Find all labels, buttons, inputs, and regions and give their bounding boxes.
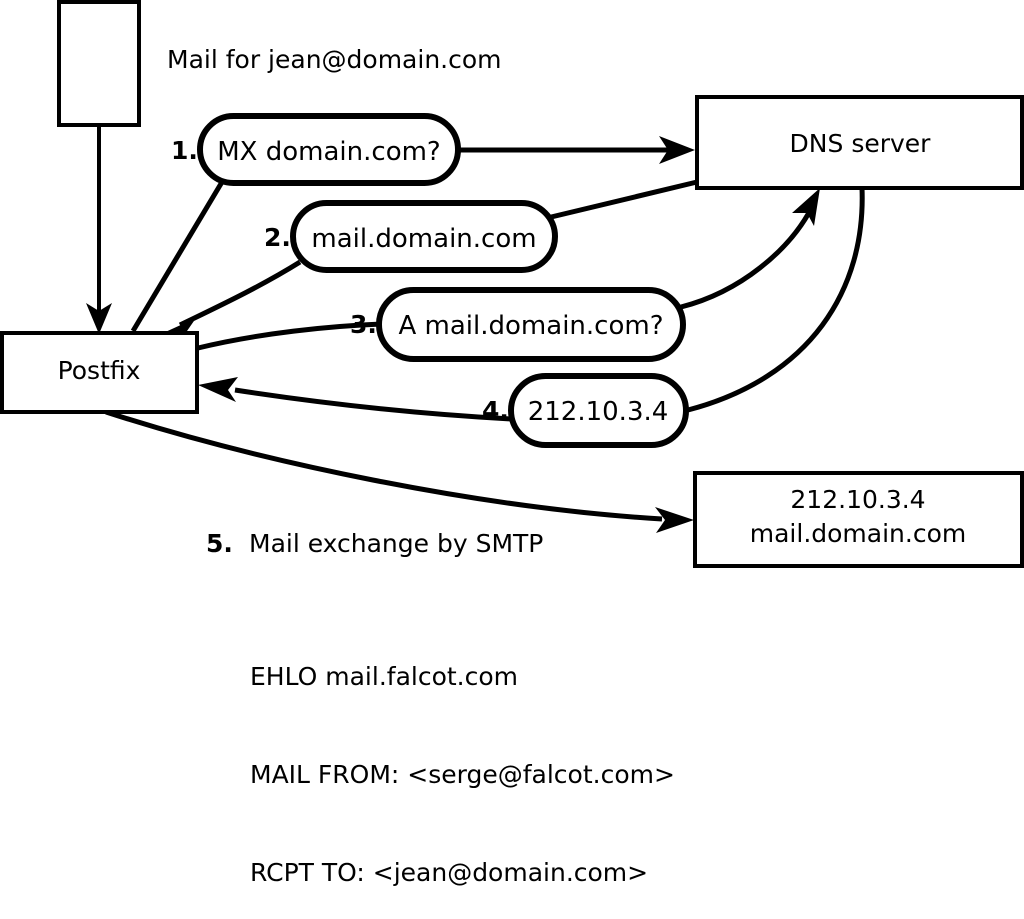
step-number-2: 2. <box>264 223 291 252</box>
step-number-1: 1. <box>171 136 198 165</box>
mail-for-caption: Mail for jean@domain.com <box>167 45 502 74</box>
target-server-label-host: mail.domain.com <box>750 519 966 548</box>
edge-dns-to-bubble4 <box>687 187 865 413</box>
transcript-line: MAIL FROM: <serge@falcot.com> <box>250 759 675 789</box>
step-label-2: mail.domain.com <box>311 224 536 254</box>
edge-postfix-to-bubble3 <box>197 321 383 351</box>
step-number-5: 5. <box>206 529 233 558</box>
edge-bubble1-to-dns <box>458 136 695 164</box>
step-label-5: Mail exchange by SMTP <box>249 529 543 558</box>
edge-postfix-to-target <box>105 409 694 533</box>
sender-box <box>57 0 141 127</box>
bubble-step-4 <box>508 373 689 448</box>
edge-sender-to-postfix <box>86 125 112 334</box>
bubble-step-1 <box>197 113 461 186</box>
step-label-1: MX domain.com? <box>217 137 440 167</box>
smtp-transcript: EHLO mail.falcot.com MAIL FROM: <serge@f… <box>250 596 675 919</box>
edge-postfix-to-bubble1 <box>130 180 225 333</box>
edge-bubble3-to-dns <box>680 188 820 310</box>
step-number-3: 3. <box>350 310 377 339</box>
step-label-4: 212.10.3.4 <box>528 397 669 427</box>
step-label-3: A mail.domain.com? <box>399 311 664 341</box>
edge-bubble4-to-postfix <box>198 377 513 422</box>
target-server-label-ip: 212.10.3.4 <box>790 485 925 514</box>
postfix-label: Postfix <box>58 356 141 385</box>
transcript-line: EHLO mail.falcot.com <box>250 662 519 692</box>
step-number-4: 4. <box>482 396 509 425</box>
dns-server-label: DNS server <box>790 129 932 158</box>
bubble-step-2 <box>290 200 558 273</box>
transcript-line: RCPT TO: <jean@domain.com> <box>250 857 649 887</box>
edge-dns-to-bubble2 <box>546 179 698 221</box>
postfix-box <box>0 331 199 414</box>
dns-server-box <box>695 95 1024 190</box>
target-server-box <box>693 471 1024 568</box>
bubble-step-3 <box>376 287 686 362</box>
